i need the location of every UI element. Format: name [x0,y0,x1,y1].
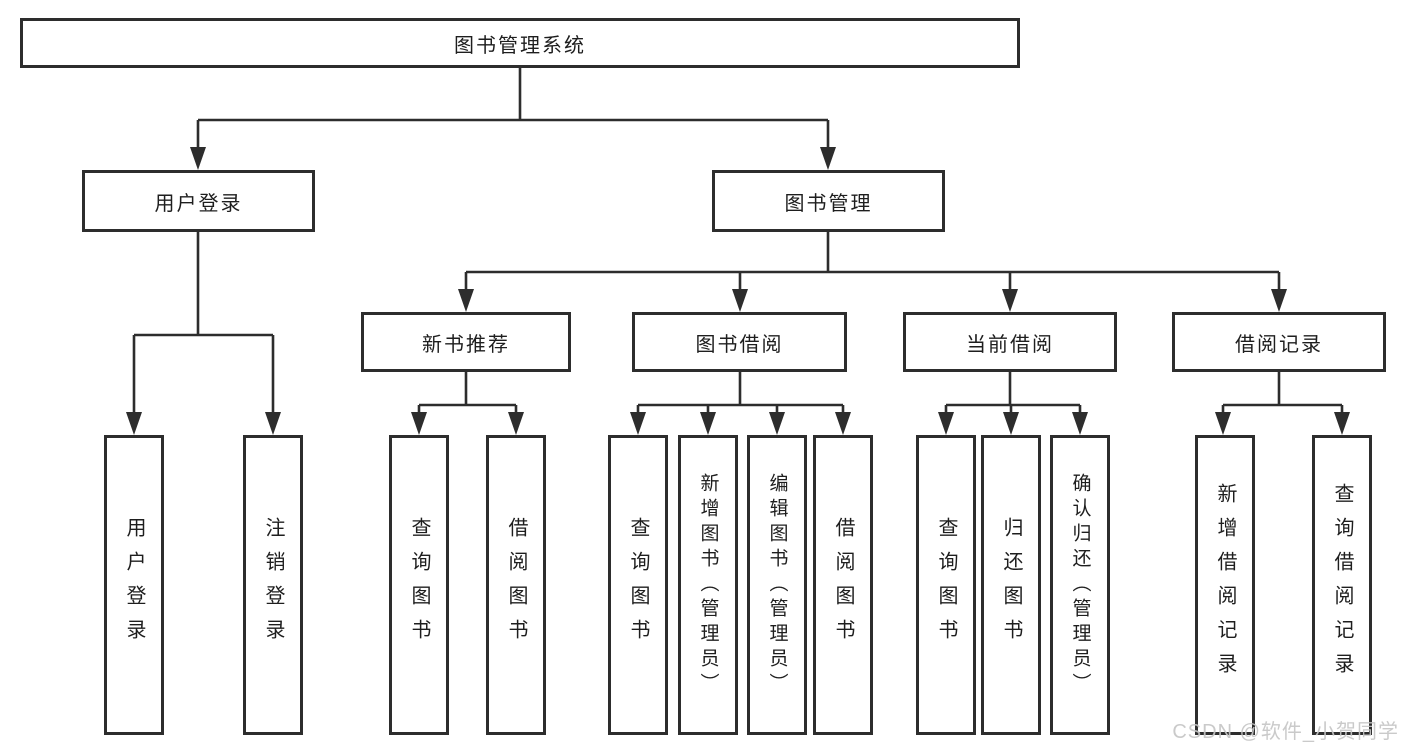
leaf-add-borrowing-record: 新增借阅记录 [1195,435,1255,735]
node-book-management: 图书管理 [712,170,945,232]
node-book-borrowing: 图书借阅 [632,312,847,372]
leaf-return-books: 归还图书 [981,435,1041,735]
leaf-query-borrowing-record: 查询借阅记录 [1312,435,1372,735]
node-current-borrowing: 当前借阅 [903,312,1117,372]
leaf-label: 查询图书 [627,517,649,653]
leaf-label: 注销登录 [262,517,284,653]
leaf-borrow-books-1: 借阅图书 [486,435,546,735]
leaf-query-books-2: 查询图书 [608,435,668,735]
leaf-user-login: 用户登录 [104,435,164,735]
leaf-edit-book-admin: 编辑图书（管理员） [747,435,807,735]
leaf-logout: 注销登录 [243,435,303,735]
leaf-label: 用户登录 [123,517,145,653]
leaf-label: 新增借阅记录 [1214,483,1236,687]
leaf-add-book-admin: 新增图书（管理员） [678,435,738,735]
leaf-label: 查询图书 [935,517,957,653]
leaf-label: 归还图书 [1000,517,1022,653]
leaf-label: 确认归还（管理员） [1069,472,1091,698]
leaf-label: 查询借阅记录 [1331,483,1353,687]
node-label: 当前借阅 [966,333,1054,356]
node-label: 图书管理系统 [454,34,586,57]
leaf-label: 借阅图书 [832,517,854,653]
node-label: 新书推荐 [422,333,510,356]
node-label: 图书借阅 [695,333,784,356]
node-label: 借阅记录 [1235,333,1323,356]
leaf-label: 借阅图书 [505,517,527,653]
leaf-borrow-books-2: 借阅图书 [813,435,873,735]
node-new-book-recommendation: 新书推荐 [361,312,571,372]
leaf-label: 新增图书（管理员） [697,472,719,698]
node-borrowing-records: 借阅记录 [1172,312,1386,372]
node-label: 图书管理 [784,192,873,215]
leaf-query-books-1: 查询图书 [389,435,449,735]
leaf-label: 编辑图书（管理员） [766,472,788,698]
leaf-confirm-return-admin: 确认归还（管理员） [1050,435,1110,735]
leaf-query-books-3: 查询图书 [916,435,976,735]
node-label: 用户登录 [154,192,243,215]
node-user-login: 用户登录 [82,170,315,232]
leaf-label: 查询图书 [408,517,430,653]
node-library-management-system: 图书管理系统 [20,18,1020,68]
watermark: CSDN @软件_小贺同学 [1172,721,1399,743]
